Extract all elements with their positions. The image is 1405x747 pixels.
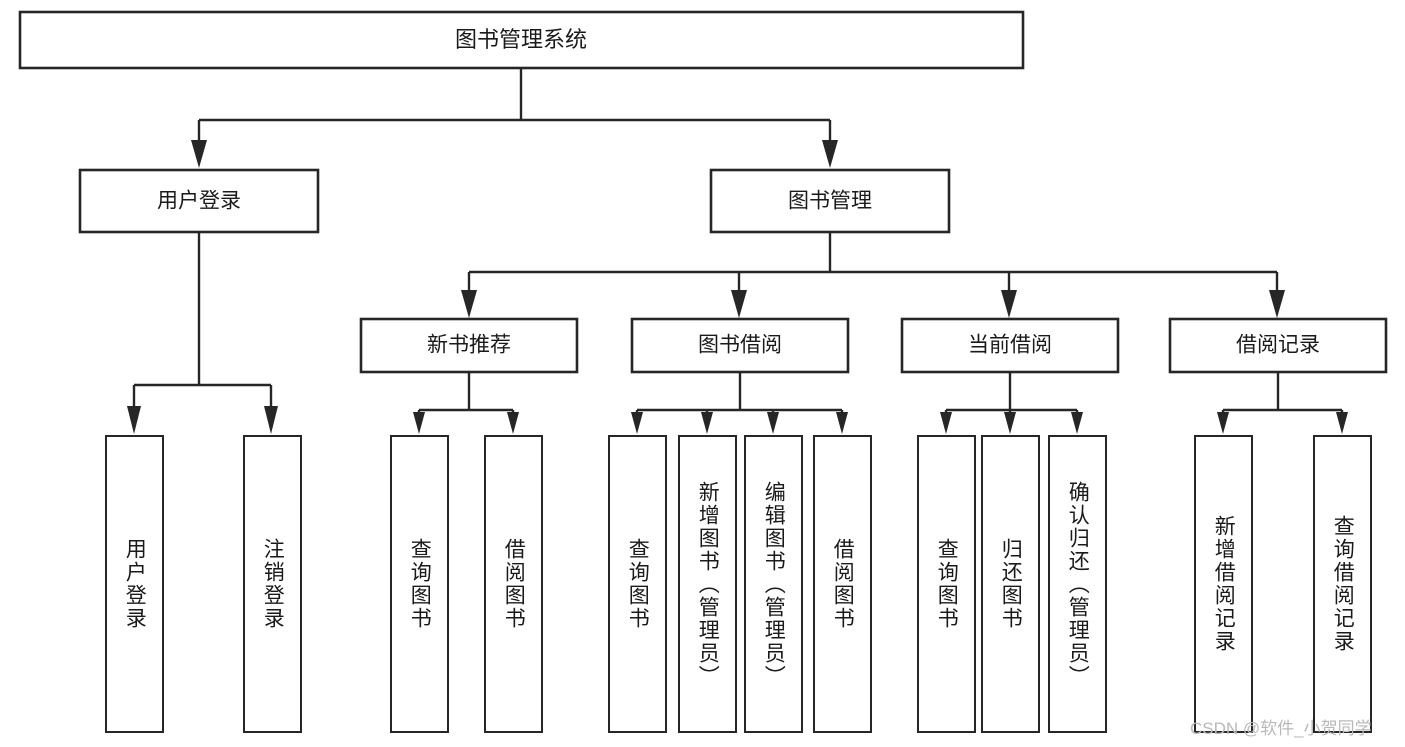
book-borrow-box-label: 图书借阅 [698,334,782,357]
leaf-label: 借阅图书 [502,538,526,630]
leaf-current-borrow-query-book[interactable]: 查询图书 [917,435,976,733]
leaf-book-borrow-query-book[interactable]: 查询图书 [608,435,667,733]
node-user-login[interactable]: 用户登录 [78,168,320,234]
leaf-label: 新增图书（管理员） [696,480,720,688]
leaf-current-borrow-return-book[interactable]: 归还图书 [981,435,1040,733]
book-management-box-label: 图书管理 [788,190,872,213]
node-current-borrow[interactable]: 当前借阅 [900,317,1120,374]
connector-book-borrow-to-leaves [631,372,848,434]
leaf-book-borrow-edit-book-admin[interactable]: 编辑图书（管理员） [744,435,803,733]
borrow-records-box-label: 借阅记录 [1236,334,1320,357]
leaf-label: 编辑图书（管理员） [762,480,786,688]
leaf-label: 借阅图书 [831,538,855,630]
connector-root-to-level2 [191,68,838,168]
node-borrow-records[interactable]: 借阅记录 [1168,317,1388,374]
root-box-label: 图书管理系统 [455,27,587,52]
user-login-box-label: 用户登录 [157,190,241,213]
leaf-label: 查询图书 [935,538,959,630]
book-management-box-rect [709,168,951,234]
node-book-management[interactable]: 图书管理 [709,168,951,234]
leaf-current-borrow-confirm-return-admin[interactable]: 确认归还（管理员） [1048,435,1107,733]
arrowhead-to-book-management [822,140,838,168]
connector-new-book-recommend-to-leaves [413,372,519,434]
leaf-label: 用户登录 [123,538,147,630]
root-box-rect [18,10,1025,70]
leaf-new-book-query-book[interactable]: 查询图书 [390,435,449,733]
connector-user-login-to-leaves [127,232,278,434]
leaf-label: 新增借阅记录 [1212,515,1236,653]
leaf-label: 注销登录 [261,538,285,630]
new-book-recommend-box-rect [359,317,579,374]
leaf-new-book-borrow-book[interactable]: 借阅图书 [484,435,543,733]
connector-current-borrow-to-leaves [940,372,1083,434]
new-book-recommend-box-label: 新书推荐 [427,334,511,357]
leaf-user-login-logout[interactable]: 注销登录 [243,435,302,733]
leaf-label: 确认归还（管理员） [1066,480,1090,688]
book-borrow-box-rect [630,317,850,374]
current-borrow-box-label: 当前借阅 [968,334,1052,357]
node-root-system[interactable]: 图书管理系统 [18,10,1025,70]
node-book-borrow[interactable]: 图书借阅 [630,317,850,374]
leaf-borrow-records-query-record[interactable]: 查询借阅记录 [1313,435,1372,733]
leaf-book-borrow-borrow-book[interactable]: 借阅图书 [813,435,872,733]
connector-book-management-to-level3 [461,232,1285,318]
leaf-label: 查询图书 [626,538,650,630]
leaf-label: 归还图书 [999,538,1023,630]
borrow-records-box-rect [1168,317,1388,374]
connector-borrow-records-to-leaves [1217,372,1348,434]
leaf-label: 查询借阅记录 [1331,515,1355,653]
leaf-borrow-records-add-record[interactable]: 新增借阅记录 [1194,435,1253,733]
node-new-book-recommend[interactable]: 新书推荐 [359,317,579,374]
leaf-user-login-login[interactable]: 用户登录 [105,435,164,733]
leaf-label: 查询图书 [408,538,432,630]
arrowhead-to-user-login [191,140,207,168]
leaf-book-borrow-add-book-admin[interactable]: 新增图书（管理员） [678,435,737,733]
